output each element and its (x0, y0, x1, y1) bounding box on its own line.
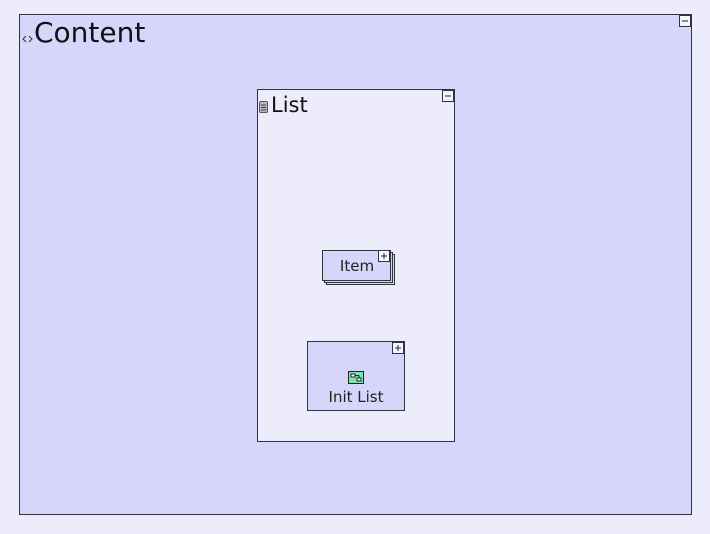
collapse-minus-icon (682, 20, 688, 22)
expand-plus-icon (395, 345, 401, 351)
init-action-icon (348, 369, 364, 388)
collapse-minus-icon (445, 95, 451, 97)
item-label: Item (339, 257, 375, 275)
init-list-expand-button[interactable] (392, 342, 404, 354)
content-container[interactable]: Content List Item (19, 14, 692, 515)
expand-plus-icon (381, 253, 387, 259)
item-expand-button[interactable] (378, 250, 390, 262)
code-brackets-icon (22, 28, 33, 47)
list-collapse-button[interactable] (442, 90, 454, 102)
item-node[interactable]: Item (322, 250, 396, 286)
content-title: Content (34, 16, 146, 49)
content-collapse-button[interactable] (679, 15, 691, 27)
item-box[interactable]: Item (322, 250, 391, 281)
list-container-icon (259, 98, 269, 117)
list-container[interactable]: List Item (257, 89, 455, 442)
list-title: List (271, 93, 308, 117)
init-list-node[interactable]: Init List (307, 341, 405, 411)
init-list-label: Init List (328, 388, 384, 406)
